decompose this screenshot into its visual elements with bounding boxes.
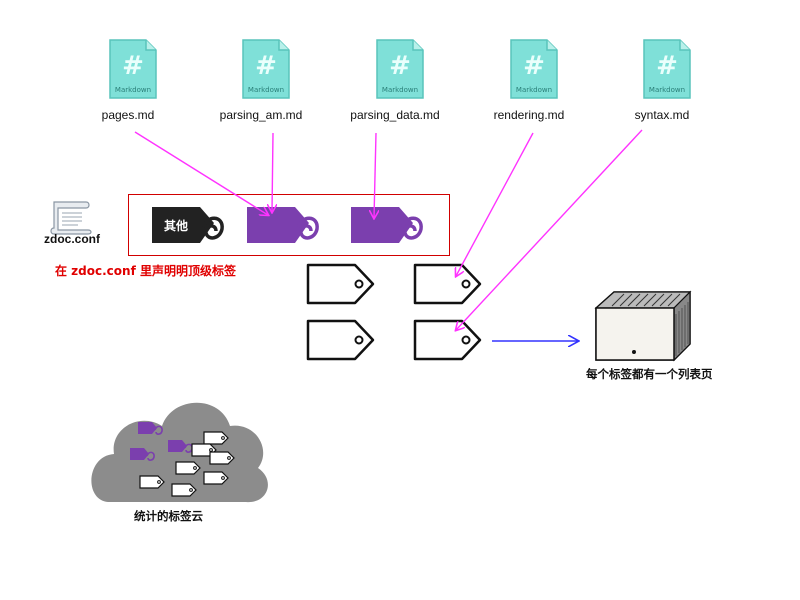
file-rendering[interactable]: # Markdown rendering.md [469, 0, 589, 122]
file-name: syntax.md [634, 108, 690, 122]
file-parsing-data[interactable]: # Markdown parsing_data.md [335, 0, 455, 122]
file-name: rendering.md [493, 108, 565, 122]
file-name: parsing_am.md [219, 108, 303, 122]
config-file-name: zdoc.conf [44, 232, 100, 246]
file-name: parsing_data.md [350, 108, 440, 122]
scroll-icon [50, 201, 92, 235]
tag-label: 其他 [164, 218, 188, 233]
markdown-file-icon: # Markdown [109, 39, 157, 99]
svg-text:#: # [122, 51, 144, 81]
file-syntax[interactable]: # Markdown syntax.md [602, 0, 722, 122]
markdown-file-icon: # Markdown [510, 39, 558, 99]
svg-text:#: # [523, 51, 545, 81]
card-catalog-icon [594, 290, 692, 362]
tag-purple-2[interactable] [349, 205, 429, 247]
cloud-purple-tag [130, 448, 155, 461]
tag-cloud-caption: 统计的标签云 [134, 509, 203, 523]
cloud-purple-tag [138, 422, 163, 435]
svg-text:Markdown: Markdown [382, 86, 418, 94]
list-page-caption: 每个标签都有一个列表页 [586, 367, 713, 381]
svg-text:#: # [656, 51, 678, 81]
tag-cloud [91, 402, 268, 503]
cloud-white-tags [139, 431, 235, 497]
file-parsing-am[interactable]: # Markdown parsing_am.md [201, 0, 321, 122]
markdown-file-icon: # Markdown [242, 39, 290, 99]
markdown-file-icon: # Markdown [643, 39, 691, 99]
file-pages[interactable]: # Markdown pages.md [68, 0, 188, 122]
markdown-file-icon: # Markdown [376, 39, 424, 99]
top-level-note: 在 zdoc.conf 里声明明顶级标签 [55, 264, 236, 278]
svg-text:Markdown: Markdown [649, 86, 685, 94]
svg-text:Markdown: Markdown [115, 86, 151, 94]
tag-purple-1[interactable] [245, 205, 325, 247]
svg-text:Markdown: Markdown [516, 86, 552, 94]
tag-outline[interactable] [305, 318, 377, 362]
tag-outline[interactable] [412, 262, 484, 306]
tag-outline[interactable] [412, 318, 484, 362]
top-level-tags-box [128, 194, 450, 256]
tag-outline[interactable] [305, 262, 377, 306]
arrow-rendering [456, 132, 534, 276]
tag-other[interactable]: 其他 [150, 205, 230, 247]
svg-text:#: # [255, 51, 277, 81]
svg-text:#: # [389, 51, 411, 81]
svg-text:Markdown: Markdown [248, 86, 284, 94]
file-name: pages.md [101, 108, 155, 122]
